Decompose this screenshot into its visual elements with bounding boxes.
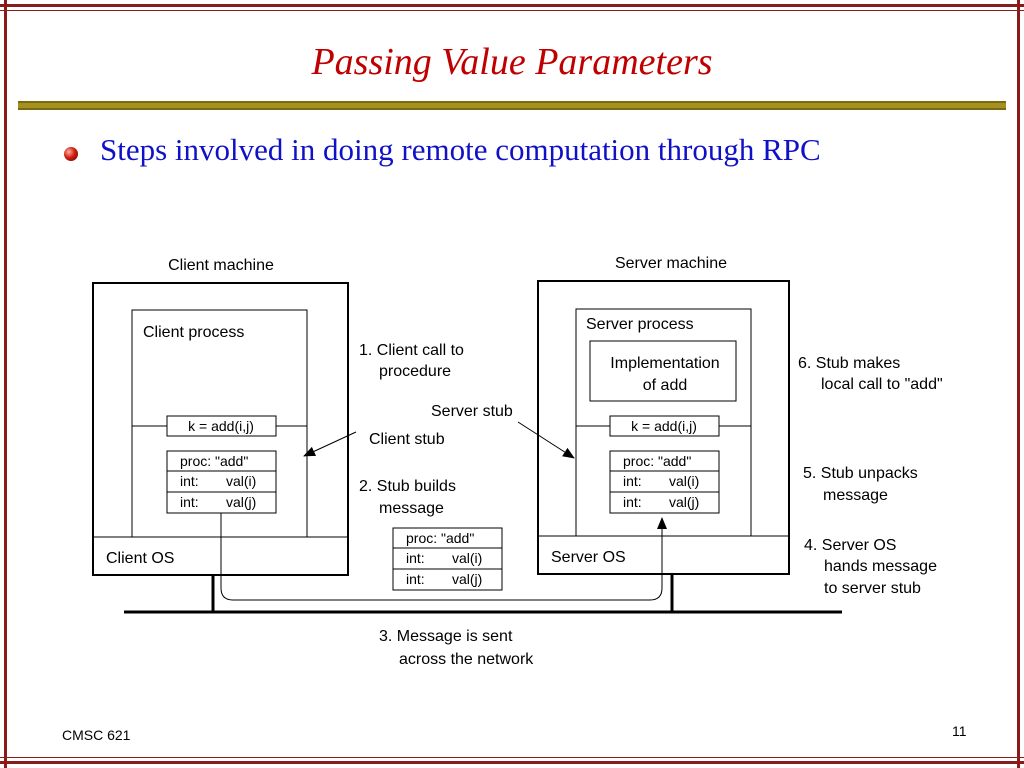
message-path <box>220 513 667 601</box>
frame-top-line <box>0 4 1024 7</box>
client-message-box <box>166 450 277 514</box>
step-6-line1: 6. Stub makes <box>798 355 900 372</box>
server-stub-label: Server stub <box>431 403 513 420</box>
implementation-box <box>589 340 737 402</box>
bullet-text: Steps involved in doing remote computati… <box>100 132 821 167</box>
step-4-line1: 4. Server OS <box>804 537 896 554</box>
frame-right-line <box>1017 0 1020 768</box>
title-rule <box>18 101 1006 103</box>
implementation-label-line1: Implementation <box>610 355 719 372</box>
step-1-line1: 1. Client call to <box>359 342 464 359</box>
client-call-box <box>166 415 277 437</box>
client-call-text: k = add(i,j) <box>188 418 254 434</box>
server-message-val-j: val(j) <box>669 494 699 510</box>
step-3-line1: 3. Message is sent <box>379 628 513 645</box>
step-2-line1: 2. Stub builds <box>359 478 456 495</box>
step-4-line3: to server stub <box>824 580 921 597</box>
step-3-line2: across the network <box>399 651 534 668</box>
server-message-int-i: int: <box>623 473 642 489</box>
client-stub-label: Client stub <box>369 431 445 448</box>
network-message-int-j: int: <box>406 571 425 587</box>
client-process-box <box>131 309 308 538</box>
title-rule-main <box>18 103 1006 108</box>
step-5-line2: message <box>823 487 888 504</box>
network-message-proc: proc: "add" <box>406 530 474 546</box>
footer-page-number: 11 <box>952 723 967 739</box>
footer-course: CMSC 621 <box>62 727 131 743</box>
server-stub-arrow <box>517 421 575 459</box>
step-1-line2: procedure <box>379 363 451 380</box>
step-2-line2: message <box>379 500 444 517</box>
client-os-label: Client OS <box>106 550 174 567</box>
title-rule-shadow <box>18 108 1006 110</box>
client-stub-arrow <box>303 431 357 457</box>
server-process-box <box>575 308 752 537</box>
network-message-val-j: val(j) <box>452 571 482 587</box>
server-call-box <box>609 415 720 437</box>
bullet-icon <box>64 147 78 161</box>
server-message-proc: proc: "add" <box>623 453 691 469</box>
client-message-val-j: val(j) <box>226 494 256 510</box>
server-message-int-j: int: <box>623 494 642 510</box>
frame-bottom-line <box>0 761 1024 764</box>
server-os-label: Server OS <box>551 549 626 566</box>
slide-title: Passing Value Parameters <box>311 41 713 83</box>
network-message-box <box>392 527 503 591</box>
client-machine-label: Client machine <box>168 257 274 274</box>
frame-top-line-inner <box>0 10 1024 11</box>
client-message-proc: proc: "add" <box>180 453 248 469</box>
step-5-line1: 5. Stub unpacks <box>803 465 918 482</box>
network-message-val-i: val(i) <box>452 550 482 566</box>
server-machine-label: Server machine <box>615 255 727 272</box>
server-message-val-i: val(i) <box>669 473 699 489</box>
frame-left-line <box>4 0 7 768</box>
client-message-val-i: val(i) <box>226 473 256 489</box>
server-process-label: Server process <box>586 316 694 333</box>
frame-bottom-line-inner <box>0 757 1024 758</box>
step-6-line2: local call to "add" <box>821 376 943 393</box>
client-process-label: Client process <box>143 324 244 341</box>
server-message-box <box>609 450 720 514</box>
implementation-label-line2: of add <box>643 377 687 394</box>
step-4-line2: hands message <box>824 558 937 575</box>
server-call-text: k = add(i,j) <box>631 418 697 434</box>
client-message-int-i: int: <box>180 473 199 489</box>
client-message-int-j: int: <box>180 494 199 510</box>
network-message-int-i: int: <box>406 550 425 566</box>
